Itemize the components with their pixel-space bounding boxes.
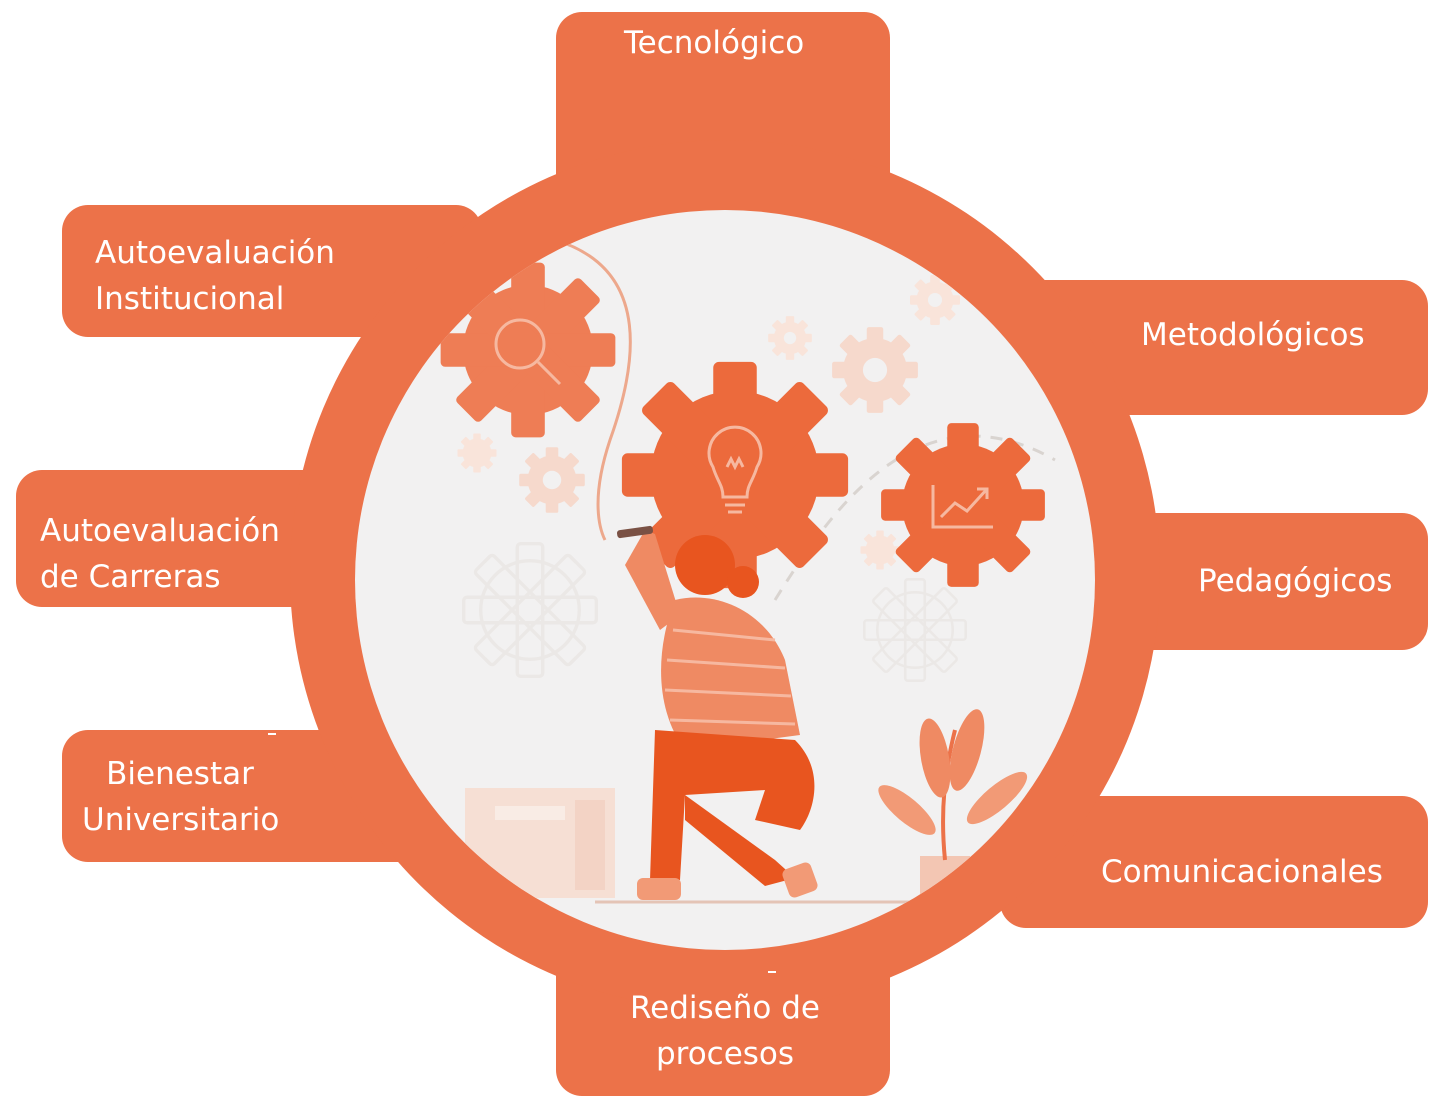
growth-chart-icon xyxy=(931,485,993,529)
magnifier-gear xyxy=(440,262,616,438)
label-autoevaluacion-carreras: Autoevaluación de Carreras xyxy=(40,508,280,600)
label-tecnologico: Tecnológico xyxy=(624,20,804,66)
chart-gear xyxy=(881,423,1045,587)
label-autoevaluacion-institucional: Autoevaluación Institucional xyxy=(95,230,335,322)
lightbulb-gear xyxy=(621,361,849,589)
label-line: Institucional xyxy=(95,281,285,317)
plant-icon xyxy=(878,709,1028,901)
label-line: Bienestar xyxy=(106,756,254,792)
label-pedagogicos: Pedagógicos xyxy=(1198,558,1392,604)
gear-icon xyxy=(457,433,497,473)
decor-dash xyxy=(768,971,776,973)
lightbulb-icon xyxy=(707,425,763,514)
label-line: Autoevaluación xyxy=(40,513,280,549)
gear-icon xyxy=(462,542,598,678)
label-comunicacionales: Comunicacionales xyxy=(1101,849,1383,895)
gear-icon xyxy=(768,316,812,360)
gear-icon xyxy=(832,327,918,413)
center-illustration xyxy=(355,210,1095,950)
person-figure xyxy=(617,525,818,900)
decor-dash xyxy=(268,733,276,735)
label-line: Tecnológico xyxy=(624,25,805,61)
gear-icon xyxy=(860,530,900,570)
label-line: Metodológicos xyxy=(1141,317,1365,353)
label-bienestar-universitario: Bienestar Universitario xyxy=(82,751,280,843)
gear-icon xyxy=(519,447,585,513)
label-rediseno-procesos: Rediseño de procesos xyxy=(630,985,820,1077)
illustration-svg xyxy=(440,238,1056,904)
magnifier-icon xyxy=(494,318,562,386)
label-line: Autoevaluación xyxy=(95,235,335,271)
label-line: procesos xyxy=(655,1036,795,1072)
label-metodologicos: Metodológicos xyxy=(1141,312,1365,358)
label-line: Pedagógicos xyxy=(1198,563,1393,599)
label-line: de Carreras xyxy=(40,559,221,595)
gear-icon xyxy=(910,275,960,325)
gear-icon xyxy=(862,577,968,683)
label-line: Universitario xyxy=(82,802,280,838)
label-line: Rediseño de xyxy=(630,990,820,1026)
label-line: Comunicacionales xyxy=(1101,854,1383,890)
